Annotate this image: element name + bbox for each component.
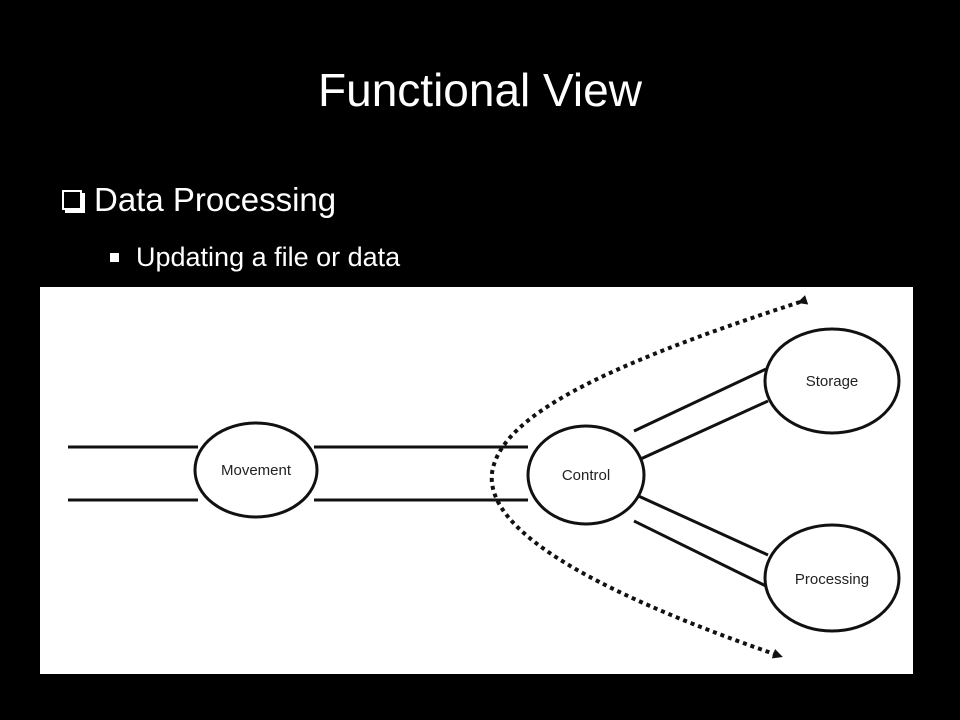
- node-movement: Movement: [193, 421, 319, 519]
- node-movement-label: Movement: [221, 462, 292, 479]
- edge-control-storage-bottom: [633, 399, 769, 464]
- node-control-label: Control: [562, 467, 610, 484]
- square-bullet-icon: [110, 252, 119, 262]
- edge-control-processing-bottom: [633, 519, 767, 588]
- node-processing-label: Processing: [795, 571, 869, 588]
- sub-bullet-text: Updating a file or data: [136, 242, 401, 272]
- bullet-data-processing: Data Processing: [62, 178, 336, 222]
- node-processing: Processing: [763, 523, 901, 633]
- edge-control-storage-top: [633, 367, 767, 433]
- bullet-text: Data Processing: [94, 181, 337, 218]
- functional-view-diagram: Movement Control Storage Processing: [40, 287, 913, 674]
- node-control: Control: [526, 424, 646, 526]
- sub-bullet-updating: Updating a file or data: [110, 238, 400, 276]
- slide-title: Functional View: [318, 64, 642, 116]
- node-storage-label: Storage: [806, 373, 859, 390]
- checkbox-bullet-icon: [62, 190, 82, 210]
- node-storage: Storage: [763, 327, 901, 435]
- flow-arrow-dotted: [489, 295, 809, 659]
- diagram-svg: Movement Control Storage Processing: [68, 295, 901, 659]
- edge-control-processing-top: [633, 492, 769, 557]
